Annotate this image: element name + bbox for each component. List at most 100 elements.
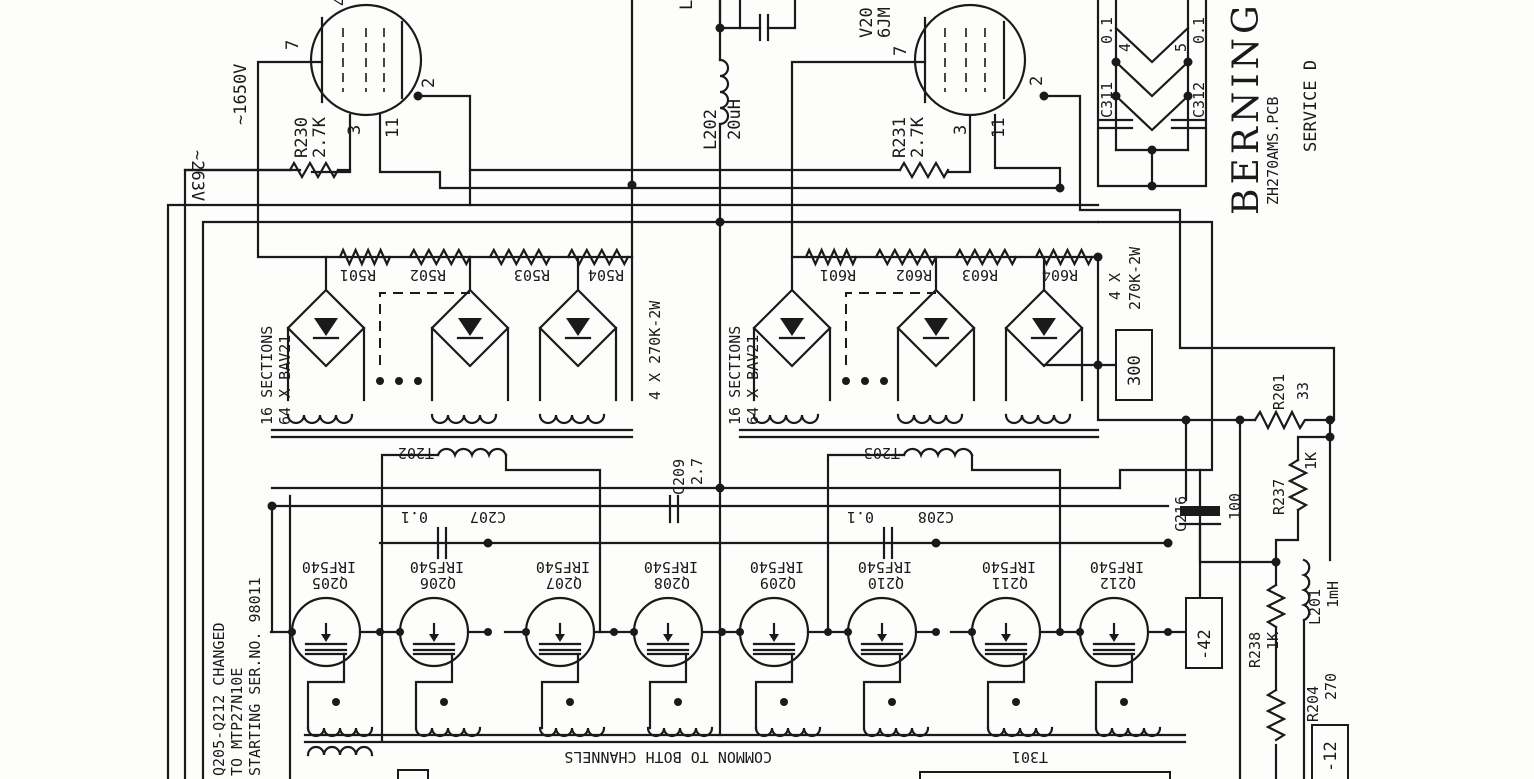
right-sections-line1: 16 SECTIONS xyxy=(726,326,744,425)
c209-ref: C209 xyxy=(670,459,688,495)
brand-name: BERNING xyxy=(1226,1,1267,215)
r231-val: 2.7K xyxy=(908,116,928,158)
change-note-1: Q205-Q212 CHANGED xyxy=(210,622,228,776)
t202-label: T202 xyxy=(398,444,434,462)
bridge-rectifier xyxy=(1096,0,1208,188)
change-note-3: STARTING SER.NO. 98011 xyxy=(246,577,264,776)
resistor-r502 xyxy=(408,247,472,267)
tube-left xyxy=(309,3,423,117)
r238-val: 1K xyxy=(1264,632,1282,650)
change-note-2: TO MTP27N10E xyxy=(228,668,246,776)
mosfet-part-3: IRF540 xyxy=(536,558,590,576)
l201-val: 1mH xyxy=(1324,581,1342,608)
r204-val: 270 xyxy=(1322,673,1340,700)
diode-section-left-2 xyxy=(430,255,510,402)
r603-label: R603 xyxy=(962,266,998,284)
r230-val: 2.7K xyxy=(310,116,330,158)
r231-ref: R231 xyxy=(890,117,910,158)
voltage-box-neg42 xyxy=(1185,597,1223,669)
diode-sections xyxy=(286,255,1100,402)
r201-ref: R201 xyxy=(1270,374,1288,410)
mosfet-ref-8: Q212 xyxy=(1100,574,1136,592)
secondary-coil-left-1 xyxy=(286,413,354,425)
bottom-coil-left xyxy=(306,745,374,757)
l201-ref: L201 xyxy=(1306,589,1324,625)
diode-section-right-2 xyxy=(896,255,976,402)
mosfet-buses xyxy=(270,220,1202,737)
mosfet-part-5: IRF540 xyxy=(750,558,804,576)
c312-ref: C312 xyxy=(1190,82,1208,118)
tube-right-name: V20 xyxy=(857,7,877,38)
right-sections-line2: 64 X BAV21 xyxy=(744,335,762,425)
tube-left-pin11: 11 xyxy=(383,118,403,138)
c208-ref: C208 xyxy=(918,508,954,526)
voltage-high: ~1650V xyxy=(231,64,251,125)
mosfet-q212 xyxy=(1057,596,1172,730)
c312-val: 0.1 xyxy=(1190,17,1208,44)
mosfet-ref-4: Q208 xyxy=(654,574,690,592)
diode-section-left-3 xyxy=(538,255,618,402)
ellipsis-dots xyxy=(376,377,888,385)
l202-coil xyxy=(718,0,797,224)
voltage-box-neg12 xyxy=(1311,724,1349,779)
pcb-name: ZH270AMS.PCB xyxy=(1264,97,1282,205)
diode-section-left-1 xyxy=(286,255,366,402)
bottom-partial-boxes xyxy=(397,769,1171,779)
right-string-note-2: 270K-2W xyxy=(1126,246,1144,310)
r201-val: 33 xyxy=(1294,382,1312,400)
diode-section-right-1 xyxy=(752,255,832,402)
primary-coils xyxy=(380,447,1062,742)
mosfet-ref-5: Q209 xyxy=(760,574,796,592)
tube-left-pin7: 7 xyxy=(283,40,303,50)
r237-ref: R237 xyxy=(1270,479,1288,515)
mosfet-ref-7: Q211 xyxy=(992,574,1028,592)
resistor-r504 xyxy=(566,247,630,267)
bridge-pin5: 5 xyxy=(1172,43,1190,52)
box-300-text: 300 xyxy=(1125,355,1145,386)
tube-wiring xyxy=(256,0,1336,422)
secondary-coil-right-3 xyxy=(1004,413,1072,425)
r204-ref: R204 xyxy=(1304,686,1322,722)
r237-val: 1K xyxy=(1302,452,1320,470)
r502-label: R502 xyxy=(410,266,446,284)
document-title: SERVICE D xyxy=(1301,60,1321,152)
coupling-caps xyxy=(436,494,894,560)
secondary-coil-right-1 xyxy=(752,413,820,425)
transformer-cores xyxy=(270,428,1187,744)
diode-enclosures xyxy=(379,292,936,365)
resistor-r603 xyxy=(954,247,1018,267)
mosfet-part-6: IRF540 xyxy=(858,558,912,576)
tube-right-pin11: 11 xyxy=(989,118,1009,138)
r601-label: R601 xyxy=(820,266,856,284)
schematic-labels: BERNING ZH270AMS.PCB SERVICE D ~1650V ~2… xyxy=(187,0,1342,776)
tube-right-pin2: 2 xyxy=(1027,76,1047,86)
tube-left-pin3: 3 xyxy=(345,125,365,135)
mosfet-part-7: IRF540 xyxy=(982,558,1036,576)
mosfet-q211 xyxy=(949,596,1064,730)
c207-val: 0.1 xyxy=(401,508,428,526)
mosfet-q205 xyxy=(269,596,384,730)
c216-val: 100 xyxy=(1226,493,1244,520)
mosfet-q208 xyxy=(611,596,726,730)
resistor-r503 xyxy=(488,247,552,267)
c208-val: 0.1 xyxy=(847,508,874,526)
common-note: COMMON TO BOTH CHANNELS xyxy=(564,748,772,766)
tube-left-pin2: 2 xyxy=(419,78,439,88)
left-sections-line2: 64 X BAV21 xyxy=(276,335,294,425)
resistor-r602 xyxy=(874,247,938,267)
r501-label: R501 xyxy=(340,266,376,284)
secondary-coil-left-3 xyxy=(538,413,606,425)
r504-label: R504 xyxy=(588,266,624,284)
voltage-box-300 xyxy=(1115,329,1153,401)
t203-label: T203 xyxy=(864,444,900,462)
left-sections-line1: 16 SECTIONS xyxy=(258,326,276,425)
l202-ref: L202 xyxy=(701,109,721,150)
c207-ref: C207 xyxy=(470,508,506,526)
voltage-boxes xyxy=(1115,329,1349,779)
box-neg12-text: -12 xyxy=(1321,741,1341,772)
r503-label: R503 xyxy=(514,266,550,284)
right-string-note-1: 4 X xyxy=(1106,273,1124,300)
mosfet-ref-1: Q205 xyxy=(312,574,348,592)
transformer-windings xyxy=(286,413,1162,757)
